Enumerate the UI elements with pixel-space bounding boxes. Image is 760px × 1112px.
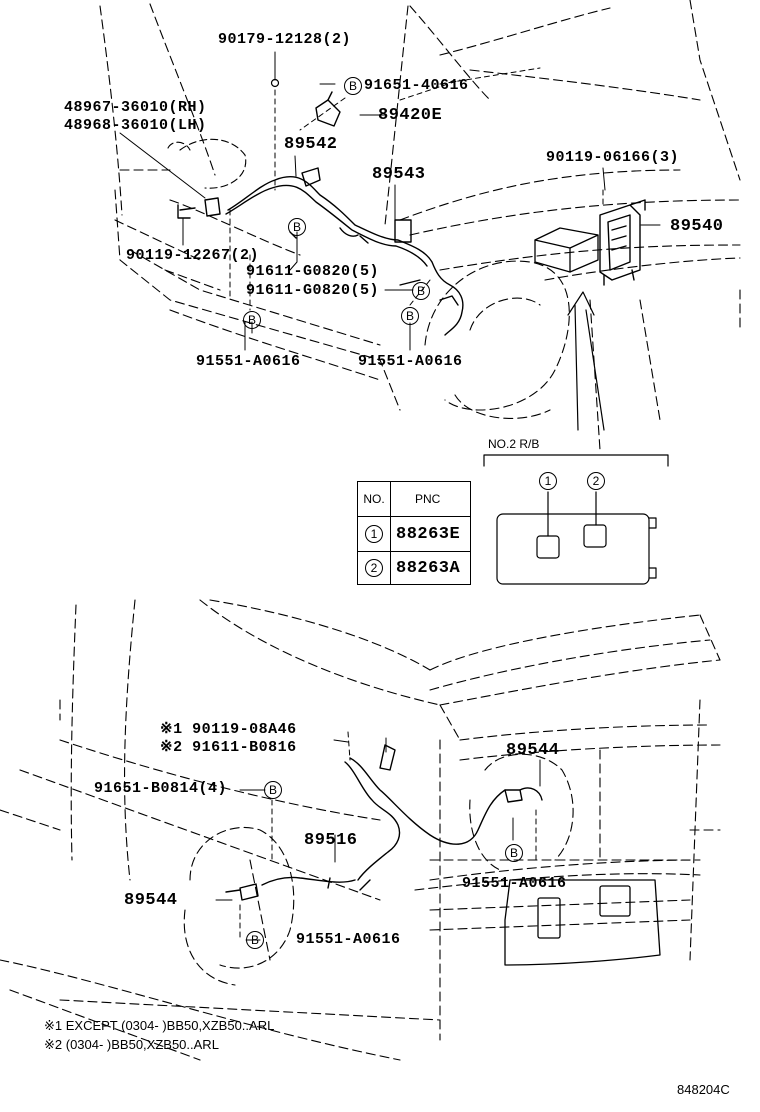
label-90119-08a46: ※1 90119-08A46 <box>160 721 297 738</box>
ecu-89540 <box>599 199 646 286</box>
relay-block-top <box>534 227 599 273</box>
top-leader-lines <box>119 51 661 351</box>
bolt-marker-b: B <box>288 218 306 236</box>
diagram-id: 848204C <box>677 1082 730 1097</box>
top-sensor-harness <box>225 167 464 336</box>
label-91551-a0616-a: 91551-A0616 <box>196 353 301 370</box>
pnc-row-value: 88263A <box>396 558 461 578</box>
pnc-row-value: 88263E <box>396 524 461 544</box>
top-front-wheel <box>424 260 570 419</box>
label-48967-36010: 48967-36010(RH) <box>64 99 207 116</box>
label-91611-g0820-b: 91611-G0820(5) <box>246 282 380 299</box>
pnc-table-row: 2 88263A <box>358 552 470 584</box>
label-91651-b0814: 91651-B0814(4) <box>94 780 228 797</box>
label-91611-b0816: ※2 91611-B0816 <box>160 739 297 756</box>
bolt-marker-b: B <box>243 311 261 329</box>
label-89544-left: 89544 <box>124 891 178 910</box>
relay-arrow <box>567 291 605 431</box>
label-89543: 89543 <box>372 165 426 184</box>
top-89420e-part <box>315 91 341 127</box>
bolt-marker-b: B <box>344 77 362 95</box>
label-91551-a0616-b: 91551-A0616 <box>358 353 463 370</box>
label-90119-12267: 90119-12267(2) <box>126 247 260 264</box>
label-89542: 89542 <box>284 135 338 154</box>
pnc-row-no: 2 <box>365 559 383 577</box>
rear-wheel-left <box>183 826 295 986</box>
pnc-header-pnc: PNC <box>415 492 441 506</box>
pnc-table-row: 1 88263E <box>358 517 470 552</box>
label-89540: 89540 <box>670 217 724 236</box>
rear-wheel-right <box>469 753 574 871</box>
top-clip-right <box>399 279 421 286</box>
label-89516: 89516 <box>304 831 358 850</box>
relay-block-title: NO.2 R/B <box>488 437 540 451</box>
bottom-dashed-leaders <box>239 731 537 941</box>
bolt-marker-b: B <box>401 307 419 325</box>
top-speed-sensor-front <box>177 197 221 219</box>
top-vehicle-body <box>99 0 741 451</box>
rear-license-plate <box>504 879 661 966</box>
footnote-1: ※1 EXCEPT (0304- )BB50,XZB50..ARL <box>44 1018 275 1033</box>
label-90119-06166: 90119-06166(3) <box>546 149 680 166</box>
label-89420e: 89420E <box>378 106 443 125</box>
bottom-vehicle-body <box>0 599 721 1061</box>
bolt-marker-b: B <box>264 781 282 799</box>
top-headlamp <box>167 138 247 189</box>
pnc-header-no: NO. <box>358 482 391 516</box>
pnc-table-header: NO. PNC <box>358 482 470 517</box>
label-90179-12128: 90179-12128(2) <box>218 31 352 48</box>
relay-block-detail <box>483 454 669 585</box>
label-91551-a0616-d: 91551-A0616 <box>296 931 401 948</box>
bolt-marker-b: B <box>505 844 523 862</box>
bolt-marker-b: B <box>412 282 430 300</box>
label-89544-right: 89544 <box>506 741 560 760</box>
rear-sensor-harness <box>225 744 543 901</box>
label-91551-a0616-c: 91551-A0616 <box>462 875 567 892</box>
label-48968-36010: 48968-36010(LH) <box>64 117 207 134</box>
relay-marker-2: 2 <box>587 472 605 490</box>
relay-marker-1: 1 <box>539 472 557 490</box>
pnc-row-no: 1 <box>365 525 383 543</box>
bottom-leader-lines <box>215 737 541 941</box>
bolt-marker-b: B <box>246 931 264 949</box>
pnc-table: NO. PNC 1 88263E 2 88263A <box>357 481 471 585</box>
clip-icon <box>270 76 280 92</box>
label-91611-g0820-a: 91611-G0820(5) <box>246 263 380 280</box>
label-91651-40616: 91651-40616 <box>364 77 469 94</box>
footnote-2: ※2 (0304- )BB50,XZB50..ARL <box>44 1037 219 1052</box>
